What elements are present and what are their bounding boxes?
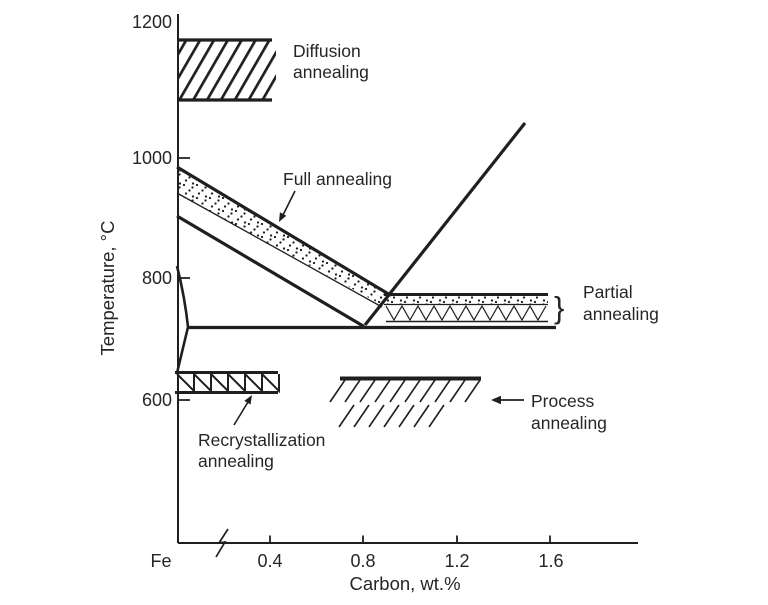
alpha-wedge-boundary (175, 265, 190, 374)
y-tick-600: 600 (142, 390, 172, 410)
process-annealing-hatch-row1 (329, 379, 481, 403)
annotation-recrystallization: Recrystallization annealing (198, 395, 325, 471)
partial-annealing-zigzag (385, 304, 547, 322)
y-tick-labels: 1200 1000 800 600 (132, 12, 172, 410)
full-annealing-band (176, 165, 392, 328)
x-tick-12: 1.2 (444, 551, 469, 571)
annotation-full: Full annealing (279, 169, 392, 222)
partial-label-line1: Partial (583, 282, 633, 302)
x-tick-04: 0.4 (257, 551, 282, 571)
recrystallization-band (175, 371, 280, 394)
process-label-line1: Process (531, 391, 594, 411)
x-axis-ticks (269, 535, 551, 543)
recrystallization-teeth (176, 373, 280, 394)
full-annealing-arrow-line (281, 190, 296, 218)
process-annealing-region (329, 376, 481, 428)
full-annealing-arrowhead (279, 212, 287, 222)
recrystallization-arrow-line (233, 401, 249, 426)
process-label-line2: annealing (531, 413, 607, 433)
full-annealing-upper-line (176, 165, 392, 297)
phase-lines (175, 122, 556, 374)
x-tick-fe: Fe (150, 551, 171, 571)
annotation-diffusion: Diffusion annealing (293, 41, 369, 82)
x-axis-break-icon (215, 528, 229, 558)
x-tick-08: 0.8 (350, 551, 375, 571)
y-axis-title: Temperature, °C (97, 221, 118, 356)
process-annealing-hatch-row2 (338, 404, 445, 428)
y-tick-1200: 1200 (132, 12, 172, 32)
partial-label-line2: annealing (583, 304, 659, 324)
x-axis-title: Carbon, wt.% (349, 573, 460, 594)
diffusion-label-line2: annealing (293, 62, 369, 82)
x-tick-16: 1.6 (538, 551, 563, 571)
partial-brace: } (554, 290, 564, 325)
recrystallization-label-line1: Recrystallization (198, 430, 325, 450)
recrystallization-label-line2: annealing (198, 451, 274, 471)
y-tick-800: 800 (142, 268, 172, 288)
full-annealing-stipple-fill (177, 169, 390, 306)
a3-line (176, 214, 365, 328)
annotation-process: Process annealing (491, 391, 607, 433)
recrystallization-arrowhead (244, 395, 252, 405)
y-tick-1000: 1000 (132, 148, 172, 168)
full-annealing-label: Full annealing (283, 169, 392, 189)
diffusion-label-line1: Diffusion (293, 41, 361, 61)
annotation-partial: } Partial annealing (554, 282, 659, 325)
process-arrowhead (491, 395, 501, 405)
x-tick-labels: Fe 0.4 0.8 1.2 1.6 (150, 551, 563, 571)
diffusion-annealing-region (178, 38, 276, 102)
full-annealing-inner-thin-line (176, 192, 383, 308)
acm-rising-line (363, 122, 527, 326)
partial-annealing-band (384, 293, 548, 323)
diffusion-hatch-fill (178, 41, 276, 99)
partial-annealing-stipple-fill (384, 296, 548, 304)
